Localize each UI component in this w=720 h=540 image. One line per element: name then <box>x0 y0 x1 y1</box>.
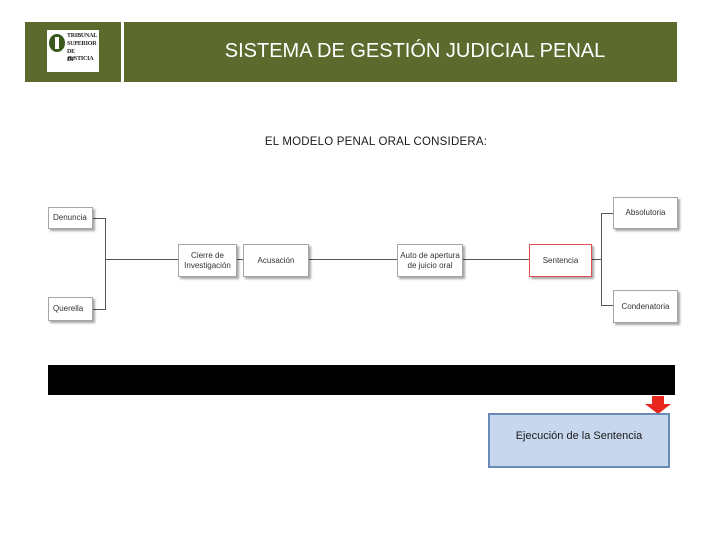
connector-line <box>601 305 613 306</box>
connector-line <box>105 218 106 310</box>
timeline-bar <box>48 365 675 395</box>
node-cierre-investigacion: Cierre de Investigación <box>178 244 237 277</box>
logo-area: TRIBUNAL SUPERIOR DE JUSTICIA DF <box>25 22 124 82</box>
node-auto-line-2: de juicio oral <box>407 260 453 270</box>
header-bar: TRIBUNAL SUPERIOR DE JUSTICIA DF SISTEMA… <box>25 22 677 82</box>
logo-emblem-icon <box>49 34 65 52</box>
logo-line-1: TRIBUNAL <box>67 33 98 39</box>
node-cierre-line-2: Investigación <box>184 260 231 270</box>
node-auto-line-1: Auto de apertura <box>400 250 460 260</box>
execution-box: Ejecución de la Sentencia <box>488 413 670 468</box>
connector-line <box>93 218 105 219</box>
node-absolutoria: Absolutoria <box>613 197 678 229</box>
logo-line-2: SUPERIOR <box>67 41 97 47</box>
logo-line-4: DF <box>67 57 75 63</box>
connector-line <box>601 213 602 306</box>
node-acusacion: Acusación <box>243 244 309 277</box>
connector-line <box>307 259 397 260</box>
node-condenatoria: Condenatoria <box>613 290 678 323</box>
page-title: SISTEMA DE GESTIÓN JUDICIAL PENAL <box>224 40 606 62</box>
diagram-subtitle: EL MODELO PENAL ORAL CONSIDERA: <box>264 136 488 148</box>
node-cierre-line-1: Cierre de <box>191 250 224 260</box>
connector-line <box>590 259 601 260</box>
down-arrow-icon <box>652 396 664 404</box>
tribunal-logo: TRIBUNAL SUPERIOR DE JUSTICIA DF <box>47 30 99 72</box>
connector-line <box>105 259 178 260</box>
down-arrow-head-icon <box>645 404 671 414</box>
connector-line <box>601 213 613 214</box>
connector-line <box>461 259 529 260</box>
node-denuncia: Denuncia <box>48 207 93 229</box>
connector-line <box>235 259 243 260</box>
node-querella: Querella <box>48 297 93 321</box>
node-sentencia: Sentencia <box>529 244 592 277</box>
connector-line <box>93 309 105 310</box>
node-auto-apertura: Auto de apertura de juicio oral <box>397 244 463 277</box>
logo-line-3: DE JUSTICIA <box>67 49 94 62</box>
